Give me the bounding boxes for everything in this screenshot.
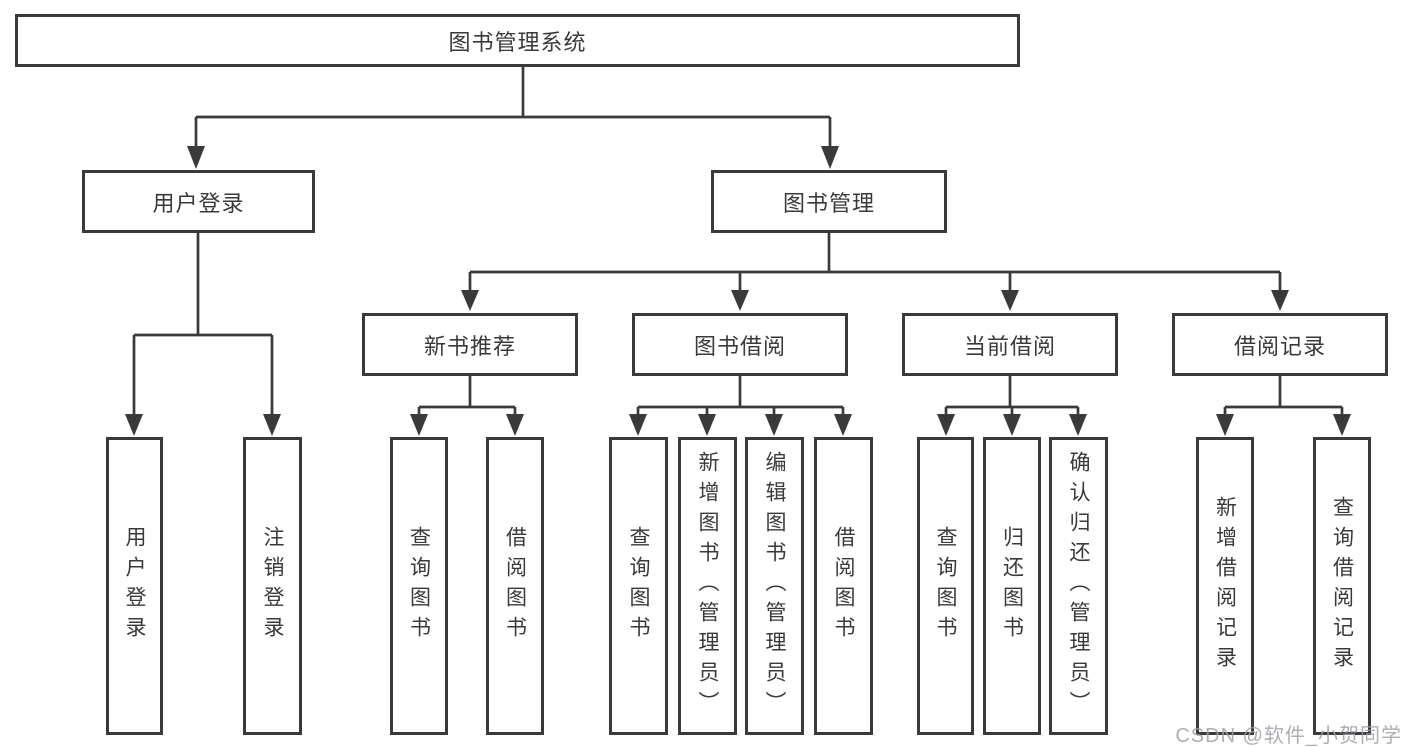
node-current-borrow-label: 当前借阅 xyxy=(963,333,1056,359)
leaf-recommend-borrow-books: 借阅图书 xyxy=(486,437,544,735)
leaf-user-login: 用户登录 xyxy=(106,437,163,735)
connector-borrow-records-children xyxy=(1216,376,1351,436)
node-borrow-records-label: 借阅记录 xyxy=(1233,333,1326,359)
leaf-confirm-return-admin: 确认归还（管理员） xyxy=(1049,437,1108,735)
node-book-management: 图书管理 xyxy=(711,170,947,233)
watermark: CSDN @软件_小贺同学 xyxy=(1175,725,1402,747)
leaf-current-query-books-label: 查询图书 xyxy=(934,526,957,646)
leaf-logout-label: 注销登录 xyxy=(261,526,284,646)
node-user-login-label: 用户登录 xyxy=(152,190,245,216)
connector-current-borrow-children xyxy=(937,376,1087,436)
node-root: 图书管理系统 xyxy=(15,14,1020,67)
leaf-borrow-query-books: 查询图书 xyxy=(609,437,668,735)
leaf-logout: 注销登录 xyxy=(243,437,302,735)
node-book-management-label: 图书管理 xyxy=(782,190,875,216)
node-new-book-recommend: 新书推荐 xyxy=(362,313,578,376)
leaf-confirm-return-admin-label: 确认归还（管理员） xyxy=(1067,451,1090,721)
leaf-recommend-borrow-books-label: 借阅图书 xyxy=(503,526,527,646)
leaf-query-borrow-record-label: 查询借阅记录 xyxy=(1330,496,1354,676)
node-user-login: 用户登录 xyxy=(82,170,315,233)
leaf-add-books-admin-label: 新增图书（管理员） xyxy=(696,451,719,721)
leaf-add-borrow-record: 新增借阅记录 xyxy=(1196,437,1254,735)
node-book-borrow: 图书借阅 xyxy=(632,313,848,376)
leaf-add-borrow-record-label: 新增借阅记录 xyxy=(1213,496,1237,676)
leaf-recommend-query-books-label: 查询图书 xyxy=(407,526,431,646)
connector-book-management-sections xyxy=(461,233,1289,311)
leaf-borrow-books: 借阅图书 xyxy=(814,437,873,735)
leaf-borrow-query-books-label: 查询图书 xyxy=(627,526,650,646)
leaf-add-books-admin: 新增图书（管理员） xyxy=(678,437,737,735)
node-new-book-recommend-label: 新书推荐 xyxy=(423,333,516,359)
leaf-return-books-label: 归还图书 xyxy=(1000,526,1024,646)
connector-book-borrow-children xyxy=(629,376,852,436)
connector-user-login-children xyxy=(125,233,281,436)
leaf-borrow-books-label: 借阅图书 xyxy=(832,526,855,646)
connector-new-book-recommend-children xyxy=(410,376,524,436)
node-root-label: 图书管理系统 xyxy=(448,29,587,55)
leaf-edit-books-admin-label: 编辑图书（管理员） xyxy=(763,451,786,721)
connector-root-to-level2 xyxy=(187,67,839,169)
leaf-current-query-books: 查询图书 xyxy=(917,437,974,735)
leaf-return-books: 归还图书 xyxy=(983,437,1041,735)
node-borrow-records: 借阅记录 xyxy=(1172,313,1388,376)
leaf-user-login-label: 用户登录 xyxy=(123,526,146,646)
node-book-borrow-label: 图书借阅 xyxy=(693,333,786,359)
leaf-edit-books-admin: 编辑图书（管理员） xyxy=(745,437,804,735)
leaf-recommend-query-books: 查询图书 xyxy=(390,437,448,735)
node-current-borrow: 当前借阅 xyxy=(902,313,1118,376)
leaf-query-borrow-record: 查询借阅记录 xyxy=(1313,437,1371,735)
